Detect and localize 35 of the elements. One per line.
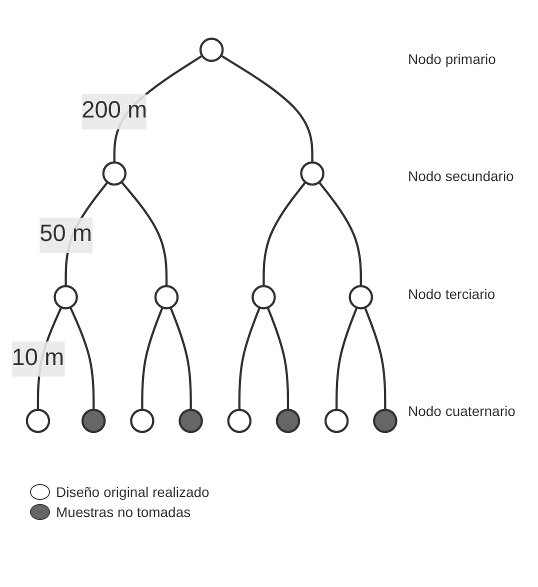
connector xyxy=(335,306,358,410)
node-circle xyxy=(227,408,252,433)
level-label: Nodo secundario xyxy=(408,168,515,184)
node-circle xyxy=(26,408,50,433)
connector xyxy=(364,306,386,410)
connector xyxy=(141,306,164,410)
level-label: Nodo terciario xyxy=(408,286,496,302)
node-circle xyxy=(199,37,224,62)
connector xyxy=(266,306,290,410)
connector xyxy=(262,181,306,286)
legend-text: Diseño original realizado xyxy=(56,484,210,500)
connector xyxy=(318,181,362,286)
node-circle xyxy=(178,408,203,433)
edge-label: 50 m xyxy=(40,222,92,247)
node-circle xyxy=(324,408,349,433)
node-circle xyxy=(276,408,300,433)
node-circle xyxy=(373,408,398,433)
connector xyxy=(170,306,192,410)
node-circle xyxy=(81,408,106,433)
edge-label: 200 m xyxy=(82,98,148,124)
node-circle xyxy=(54,284,78,309)
node-circle xyxy=(130,408,154,433)
connector xyxy=(69,306,95,410)
node-circle xyxy=(300,161,324,186)
connector xyxy=(238,306,261,410)
connector xyxy=(120,180,168,286)
legend-text: Muestras no tomadas xyxy=(56,504,191,520)
node-circle xyxy=(252,284,276,309)
node-circle xyxy=(102,161,127,186)
level-label: Nodo primario xyxy=(408,50,497,67)
node-circle xyxy=(154,284,179,309)
connector xyxy=(220,54,314,162)
node-circle xyxy=(348,284,374,309)
edge-label: 10 m xyxy=(12,345,64,370)
level-label: Nodo cuaternario xyxy=(408,403,516,420)
